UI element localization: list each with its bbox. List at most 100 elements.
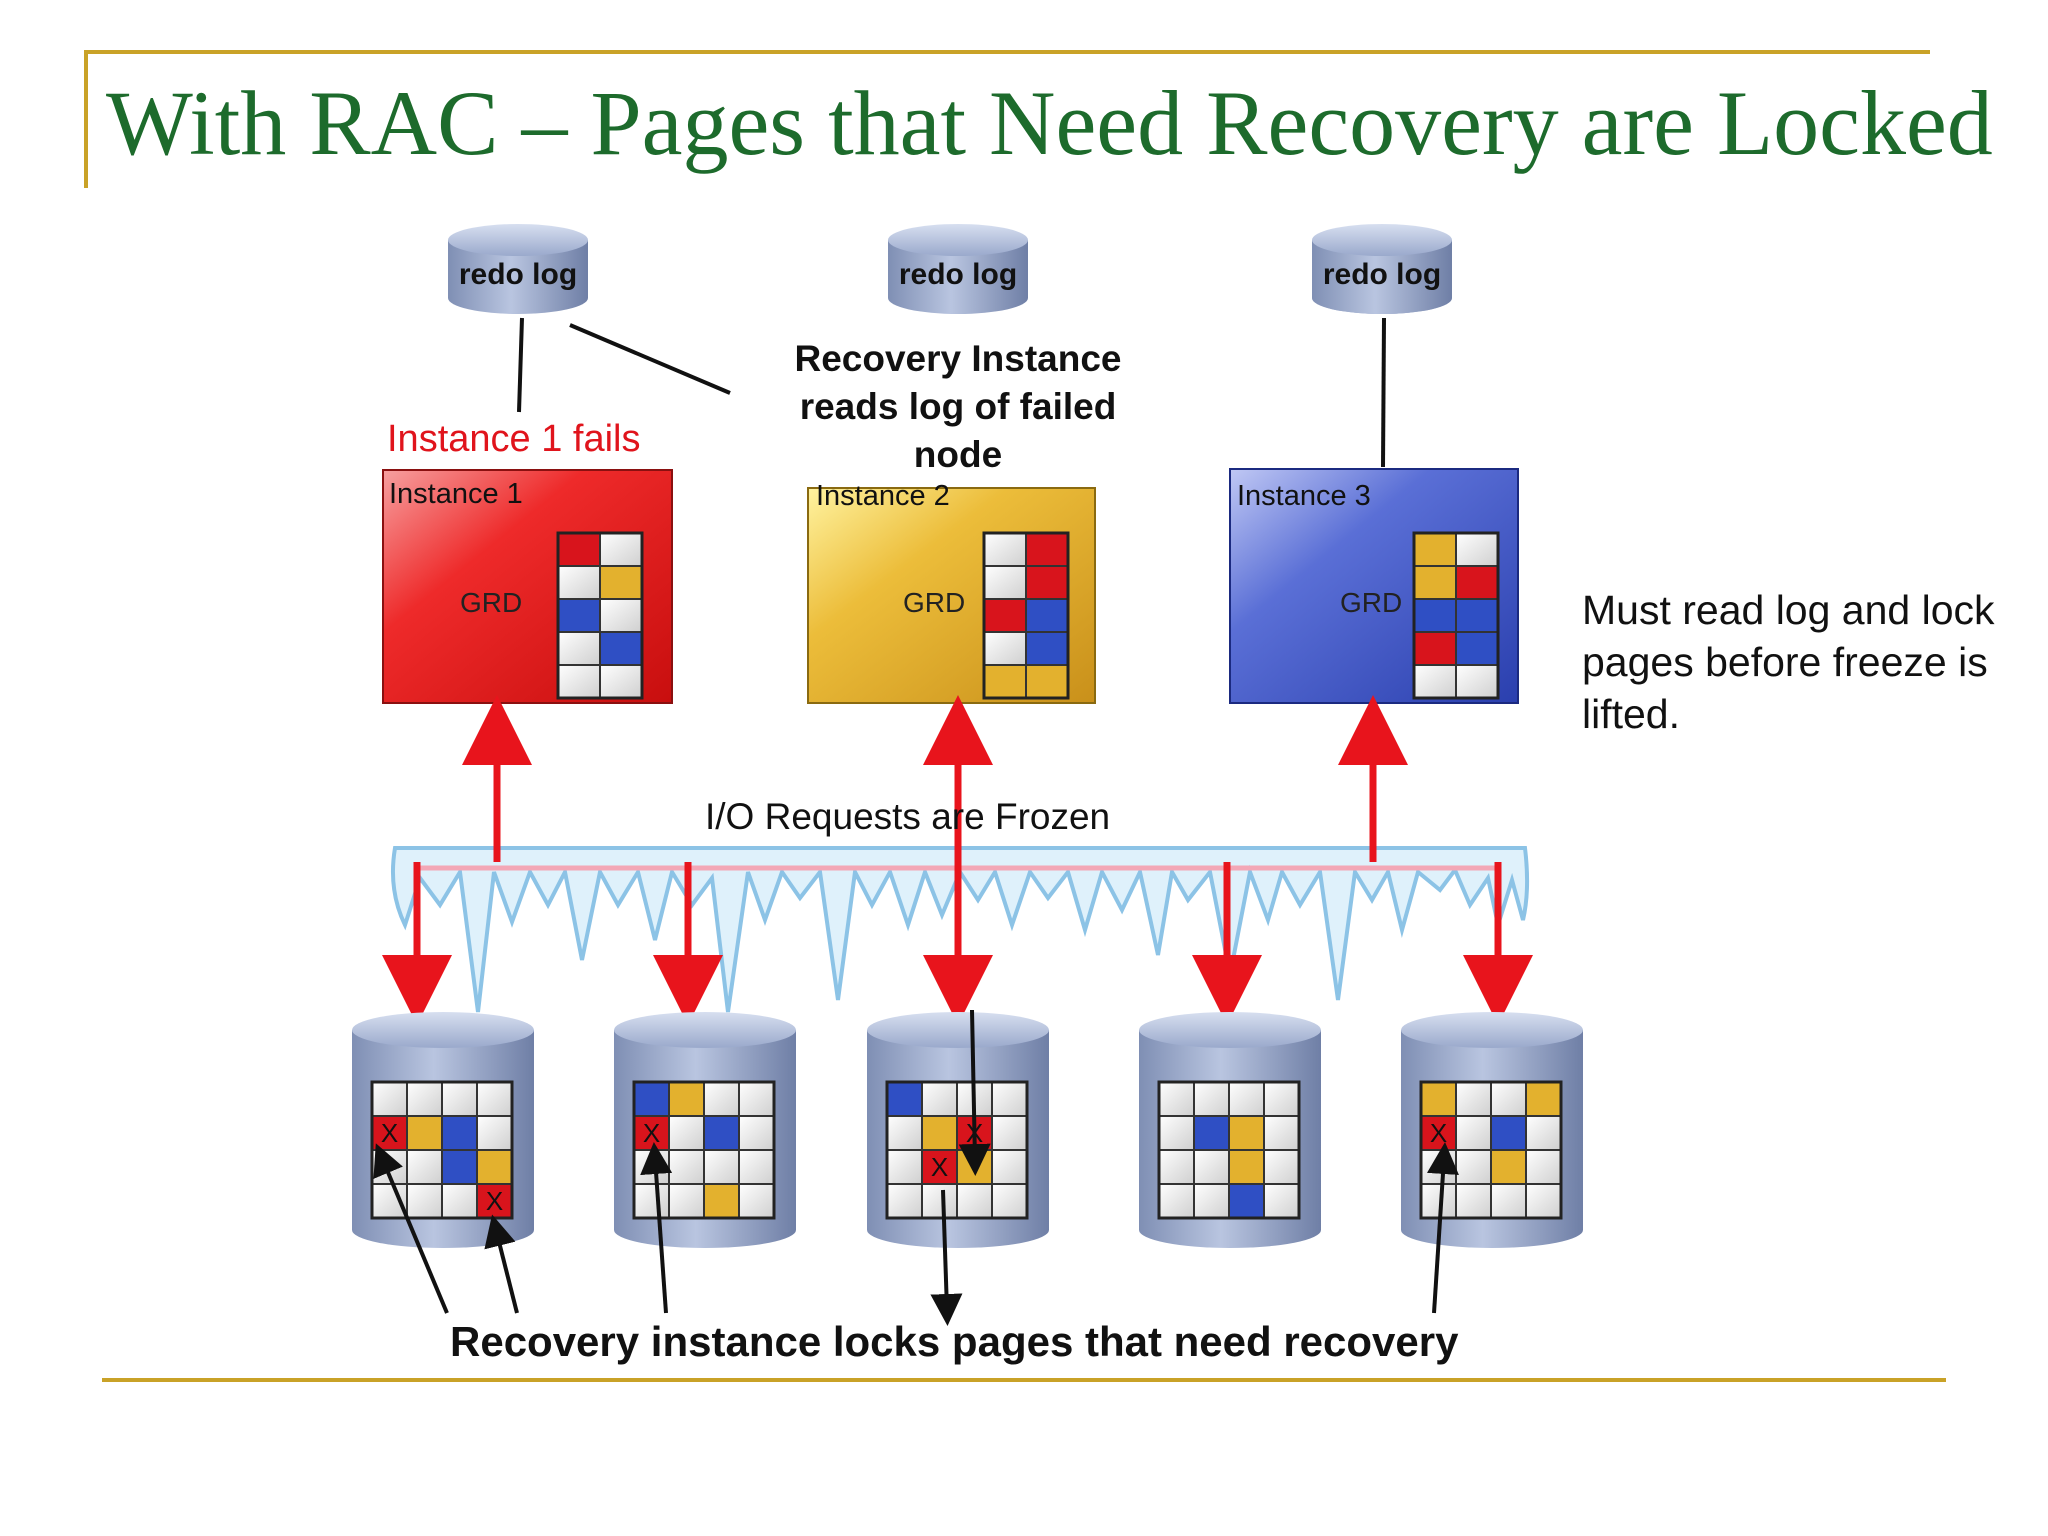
bottom-rule <box>102 1378 1946 1382</box>
grid-cell <box>983 532 1027 567</box>
disk-cylinder-1: XX <box>352 1012 534 1248</box>
recovery-note-line-1: Recovery Instance <box>794 338 1122 379</box>
grid-cell <box>921 1183 958 1219</box>
grid-cell <box>406 1081 443 1117</box>
grid-cell <box>1025 631 1069 666</box>
grid-cell <box>703 1081 740 1117</box>
grid-cell <box>983 664 1027 699</box>
grid-cell <box>886 1115 923 1151</box>
instance-3-grd-label: GRD <box>1340 587 1403 618</box>
instance-1-grd-label: GRD <box>460 587 523 618</box>
grid-cell <box>886 1183 923 1219</box>
grid-cell <box>1490 1183 1527 1219</box>
disk-5-page-grid: X <box>1419 1080 1563 1220</box>
grid-cell <box>1455 1149 1492 1185</box>
grid-cell <box>1455 1183 1492 1219</box>
grid-cell <box>738 1183 775 1219</box>
grid-cell <box>1413 532 1457 567</box>
grid-cell <box>557 598 601 633</box>
grid-cell <box>441 1149 478 1185</box>
instance-1-label: Instance 1 <box>389 478 523 510</box>
grid-cell <box>1025 598 1069 633</box>
instance-2-label: Instance 2 <box>816 480 950 512</box>
grid-cell <box>371 1081 408 1117</box>
pointer-arrow-1 <box>373 1143 449 1314</box>
title-rule-top <box>84 50 1930 54</box>
grid-cell <box>921 1115 958 1151</box>
grid-cell <box>476 1081 513 1117</box>
grid-cell <box>476 1149 513 1185</box>
instance-1-fails-label: Instance 1 fails <box>387 418 641 460</box>
slide-title: With RAC – Pages that Need Recovery are … <box>106 72 1993 174</box>
grid-cell <box>1158 1183 1195 1219</box>
grid-cell <box>599 664 643 699</box>
grid-cell <box>886 1081 923 1117</box>
grid-cell <box>1193 1115 1230 1151</box>
pointer-arrow-4 <box>958 1009 991 1176</box>
instance-2-grd-label: GRD <box>903 587 966 618</box>
grid-cell <box>1525 1081 1562 1117</box>
grid-cell <box>557 631 601 666</box>
grid-cell <box>557 532 601 567</box>
disk-cylinder-3: XX <box>867 1012 1049 1248</box>
grid-cell <box>668 1115 705 1151</box>
grid-cell <box>1525 1149 1562 1185</box>
grid-cell <box>921 1081 958 1117</box>
instance-3-label: Instance 3 <box>1237 480 1371 512</box>
grid-cell <box>557 664 601 699</box>
grid-cell <box>991 1115 1028 1151</box>
disk-cylinder-4 <box>1139 1012 1321 1248</box>
grid-cell <box>668 1149 705 1185</box>
redo-log-cylinder-2 <box>888 224 1028 314</box>
instance-1-grd-grid <box>556 531 644 700</box>
disk-cylinder-2: X <box>614 1012 796 1248</box>
redo-log-label-2: redo log <box>898 258 1018 291</box>
grid-cell <box>599 565 643 600</box>
grid-cell <box>1525 1115 1562 1151</box>
grid-cell <box>599 532 643 567</box>
instance-2-grd-grid <box>982 531 1070 700</box>
grid-cell <box>738 1115 775 1151</box>
redo-log-cylinder-1 <box>448 224 588 314</box>
grid-cell <box>1263 1183 1300 1219</box>
grid-cell <box>1228 1081 1265 1117</box>
grid-cell <box>668 1183 705 1219</box>
grid-cell <box>668 1081 705 1117</box>
grid-cell <box>1228 1183 1265 1219</box>
grid-cell <box>1490 1149 1527 1185</box>
grid-cell <box>703 1183 740 1219</box>
grid-cell <box>633 1149 670 1185</box>
io-frozen-label: I/O Requests are Frozen <box>705 796 1111 837</box>
title-rule-left <box>84 50 88 188</box>
grid-cell <box>983 598 1027 633</box>
connector-line-2 <box>569 323 731 395</box>
grid-cell <box>703 1115 740 1151</box>
grid-cell <box>1455 1081 1492 1117</box>
grid-cell <box>1455 532 1499 567</box>
lock-mark: X <box>931 1152 948 1182</box>
disk-1-page-grid: XX <box>370 1080 514 1220</box>
recovery-instance-note: Recovery Instance reads log of failed no… <box>748 335 1168 479</box>
lock-mark: X <box>643 1118 660 1148</box>
grid-cell <box>983 565 1027 600</box>
grid-cell <box>1263 1081 1300 1117</box>
lock-mark: X <box>1430 1118 1447 1148</box>
bottom-caption: Recovery instance locks pages that need … <box>450 1318 1459 1365</box>
grid-cell <box>557 565 601 600</box>
grid-cell <box>441 1081 478 1117</box>
grid-cell <box>1228 1115 1265 1151</box>
recovery-note-line-2: reads log of failed <box>799 386 1117 427</box>
pointer-arrow-3 <box>640 1142 673 1314</box>
grid-cell <box>1025 532 1069 567</box>
grid-cell <box>956 1183 993 1219</box>
grid-cell <box>1413 565 1457 600</box>
grid-cell <box>991 1183 1028 1219</box>
grid-cell <box>1455 1115 1492 1151</box>
grid-cell <box>406 1115 443 1151</box>
grid-cell <box>738 1081 775 1117</box>
grid-cell <box>703 1149 740 1185</box>
grid-cell <box>1025 664 1069 699</box>
grid-cell <box>1420 1081 1457 1117</box>
redo-log-label-1: redo log <box>458 258 578 291</box>
